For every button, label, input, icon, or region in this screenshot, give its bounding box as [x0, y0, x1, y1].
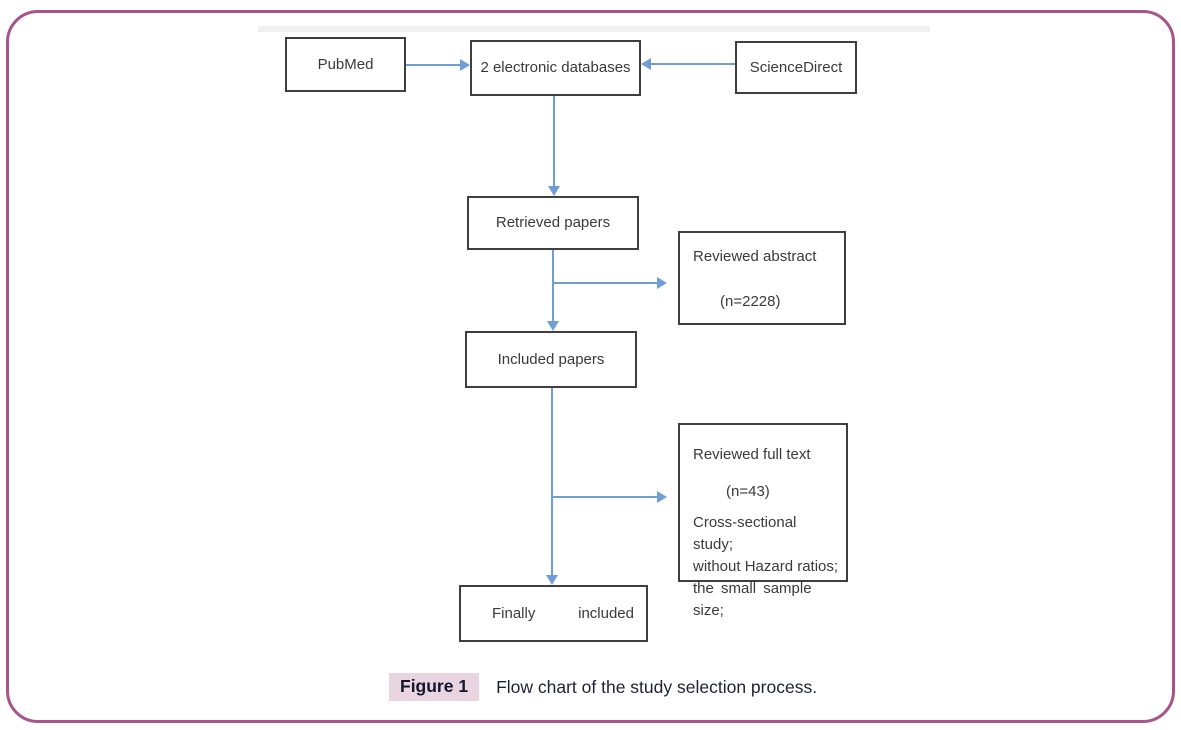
figure-caption: Figure 1 Flow chart of the study selecti… [389, 673, 817, 701]
arrowhead-right-icon [460, 59, 470, 71]
arrow-databases-to-retrieved [553, 96, 555, 187]
flow-node-reviewed-fulltext-reasons: Cross-sectional study; without Hazard ra… [693, 512, 840, 622]
flow-node-finally-included: Finally included [459, 585, 648, 642]
exclusion-reason: the small sample size; [693, 580, 812, 619]
arrow-included-to-reviewed-fulltext [551, 496, 658, 498]
flow-node-reviewed-fulltext-count: (n=43) [726, 483, 770, 500]
arrowhead-down-icon [547, 321, 559, 331]
exclusion-reason: Cross-sectional study; [693, 514, 797, 553]
arrow-included-to-finally [551, 388, 553, 575]
flow-node-retrieved-papers: Retrieved papers [467, 196, 639, 250]
arrowhead-left-icon [641, 58, 651, 70]
arrowhead-right-icon [657, 277, 667, 289]
arrow-pubmed-to-databases [406, 64, 461, 66]
flow-node-reviewed-abstract-count: (n=2228) [720, 293, 781, 310]
flow-node-pubmed: PubMed [285, 37, 406, 92]
flow-node-reviewed-fulltext: Reviewed full text (n=43) Cross-sectiona… [678, 423, 848, 619]
flow-node-included-papers: Included papers [465, 331, 637, 388]
arrowhead-down-icon [546, 575, 558, 585]
flow-node-databases: 2 electronic databases [470, 40, 641, 96]
flow-node-sciencedirect-label: ScienceDirect [749, 58, 843, 76]
flow-node-pubmed-label: PubMed [317, 55, 374, 73]
figure-caption-text: Flow chart of the study selection proces… [496, 676, 818, 697]
exclusion-reason: without Hazard ratios; [693, 558, 839, 575]
flow-node-databases-label: 2 electronic databases [480, 59, 631, 76]
flow-node-sciencedirect: ScienceDirect [735, 41, 857, 94]
figure-caption-label: Figure 1 [389, 673, 480, 701]
arrowhead-right-icon [657, 491, 667, 503]
arrow-retrieved-to-included [552, 250, 554, 322]
flow-node-reviewed-fulltext-title: Reviewed full text [693, 446, 811, 463]
arrowhead-down-icon [548, 186, 560, 196]
scan-artifact-strip [258, 26, 930, 32]
flow-node-retrieved-papers-label: Retrieved papers [495, 214, 611, 231]
flow-node-reviewed-abstract: Reviewed abstract (n=2228) [678, 231, 846, 325]
flow-node-finally-word2: included [578, 604, 634, 622]
flow-node-reviewed-abstract-title: Reviewed abstract [693, 248, 817, 265]
arrow-retrieved-to-reviewed-abstract [552, 282, 658, 284]
flow-node-finally-word1: Finally [492, 604, 536, 622]
arrow-sciencedirect-to-databases [651, 63, 735, 65]
figure-frame-border [6, 10, 1175, 723]
flow-node-included-papers-label: Included papers [497, 350, 605, 368]
